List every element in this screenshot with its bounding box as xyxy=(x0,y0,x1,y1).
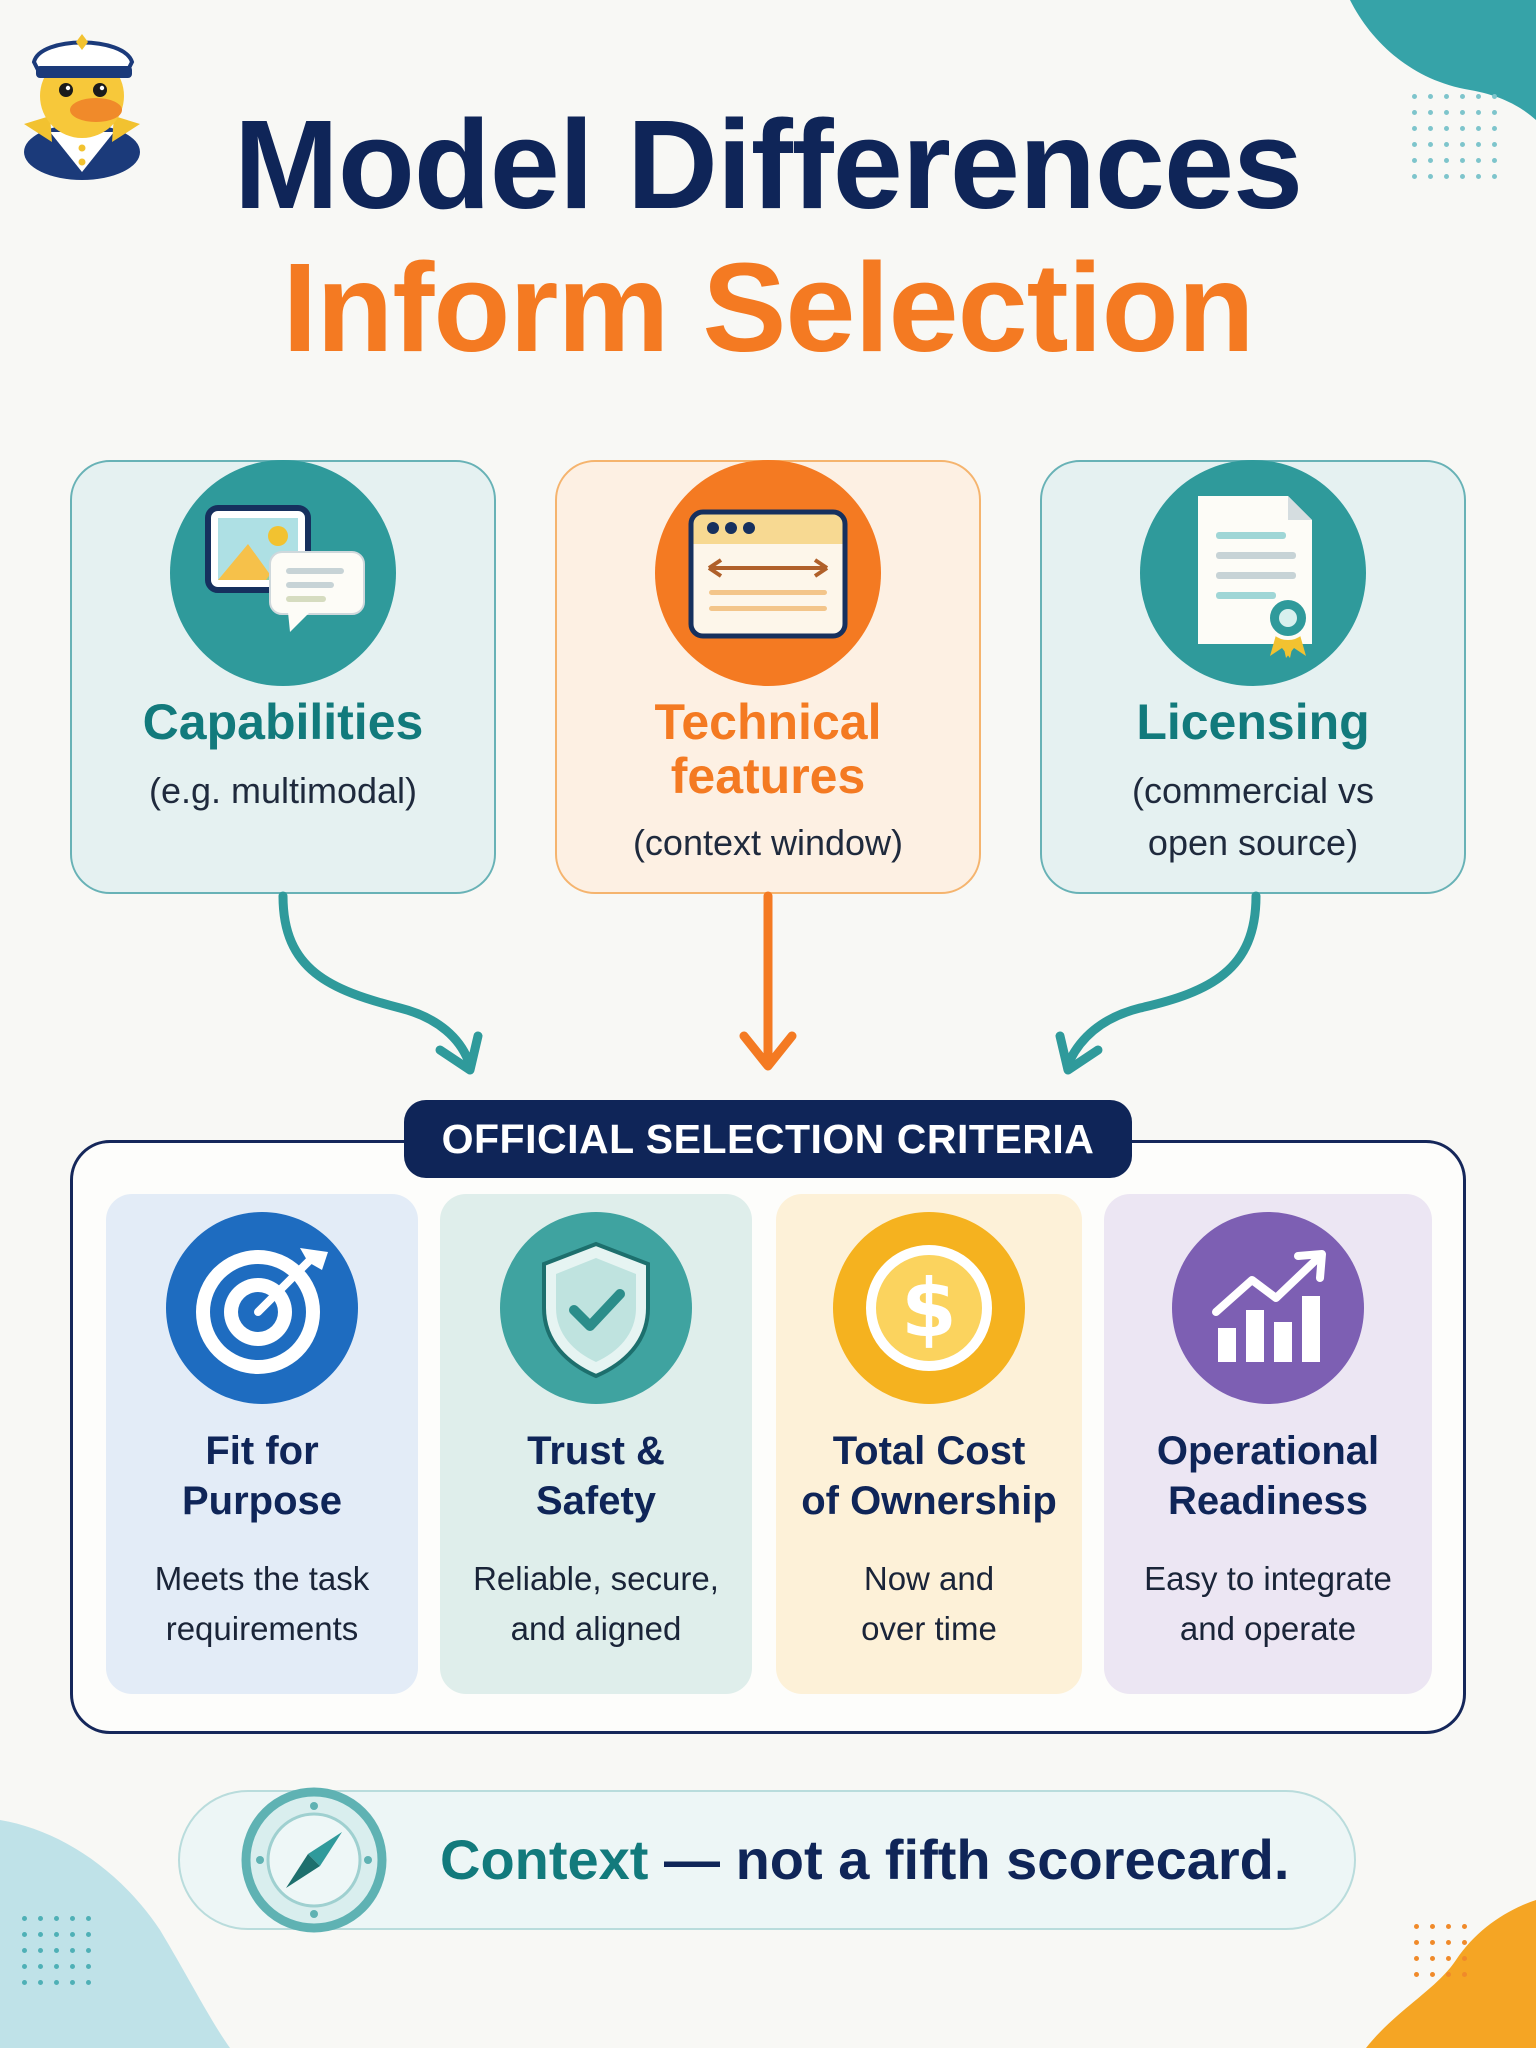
target-icon xyxy=(166,1212,358,1404)
shield-check-icon xyxy=(500,1212,692,1404)
criterion-desc-line-2: and operate xyxy=(1179,1610,1357,1647)
criterion-desc-line-2: over time xyxy=(861,1610,997,1647)
captain-duck-mascot-icon xyxy=(24,34,140,180)
criterion-desc-line-1: Reliable, secure, xyxy=(473,1560,719,1597)
card-subtitle-line-2: open source) xyxy=(1147,822,1359,863)
bar-chart-growth-icon xyxy=(1172,1212,1364,1404)
card-title: Capabilities xyxy=(142,694,424,750)
card-subtitle-line-1: (commercial vs xyxy=(1131,770,1374,811)
footer-rest: — not a fifth scorecard. xyxy=(648,1828,1290,1891)
dot-pattern-bottom-left xyxy=(22,1916,91,1985)
dot-pattern-top-right xyxy=(1412,94,1497,179)
card-subtitle: (e.g. multimodal) xyxy=(148,770,418,811)
criterion-desc-line-2: requirements xyxy=(165,1610,359,1647)
title-line-2: Inform Selection xyxy=(282,237,1254,378)
criterion-title-line-2: Safety xyxy=(535,1479,657,1523)
criterion-title-line-2: Purpose xyxy=(181,1479,343,1523)
certificate-document-icon xyxy=(1140,460,1366,686)
footer-highlight: Context xyxy=(440,1828,649,1891)
criterion-title-line-1: Total Cost xyxy=(832,1429,1026,1473)
panel-label: OFFICIAL SELECTION CRITERIA xyxy=(404,1100,1132,1178)
criterion-desc-line-1: Meets the task xyxy=(154,1560,370,1597)
criterion-title-line-1: Operational xyxy=(1156,1429,1380,1473)
svg-text:$: $ xyxy=(901,1262,957,1355)
criterion-title-line-2: Readiness xyxy=(1167,1479,1369,1523)
criterion-trust-and-safety: Trust & Safety Reliable, secure, and ali… xyxy=(440,1194,752,1694)
criterion-desc-line-2: and aligned xyxy=(510,1610,682,1647)
teal-blob-bottom-left xyxy=(0,1820,230,2048)
compass-icon xyxy=(240,1786,388,1934)
difference-card-technical-features: Technical features (context window) xyxy=(555,460,981,894)
criterion-title-line-2: of Ownership xyxy=(801,1479,1057,1523)
difference-card-capabilities: Capabilities (e.g. multimodal) xyxy=(70,460,496,894)
arrow-licensing xyxy=(1065,891,1261,1065)
title-line-1: Model Differences xyxy=(233,94,1303,235)
criterion-fit-for-purpose: Fit for Purpose Meets the task requireme… xyxy=(106,1194,418,1694)
difference-card-licensing: Licensing (commercial vs open source) xyxy=(1040,460,1466,894)
orange-blob-bottom-right xyxy=(1366,1900,1536,2048)
footer-text: Context — not a fifth scorecard. xyxy=(440,1792,1289,1928)
footer-banner: Context — not a fifth scorecard. xyxy=(178,1787,1356,1933)
card-title: Licensing xyxy=(1136,694,1370,750)
image-chat-icon xyxy=(170,460,396,686)
card-title-line-1: Technical xyxy=(654,694,882,750)
criterion-total-cost-of-ownership: $ Total Cost of Ownership Now and over t… xyxy=(776,1194,1082,1694)
dollar-coin-icon: $ xyxy=(833,1212,1025,1404)
card-subtitle: (context window) xyxy=(632,822,904,863)
criterion-title-line-1: Trust & xyxy=(527,1429,665,1473)
criterion-operational-readiness: Operational Readiness Easy to integrate … xyxy=(1104,1194,1432,1694)
browser-window-icon xyxy=(655,460,881,686)
teal-blob-top-right xyxy=(1350,0,1536,120)
dot-pattern-bottom-right xyxy=(1414,1924,1467,1977)
connector-arrows xyxy=(278,891,1261,1075)
arrow-capabilities xyxy=(278,891,473,1065)
criterion-desc-line-1: Now and xyxy=(863,1560,995,1597)
criterion-desc-line-1: Easy to integrate xyxy=(1144,1560,1392,1597)
criterion-title-line-1: Fit for xyxy=(205,1429,319,1473)
card-title-line-2: features xyxy=(670,748,866,804)
